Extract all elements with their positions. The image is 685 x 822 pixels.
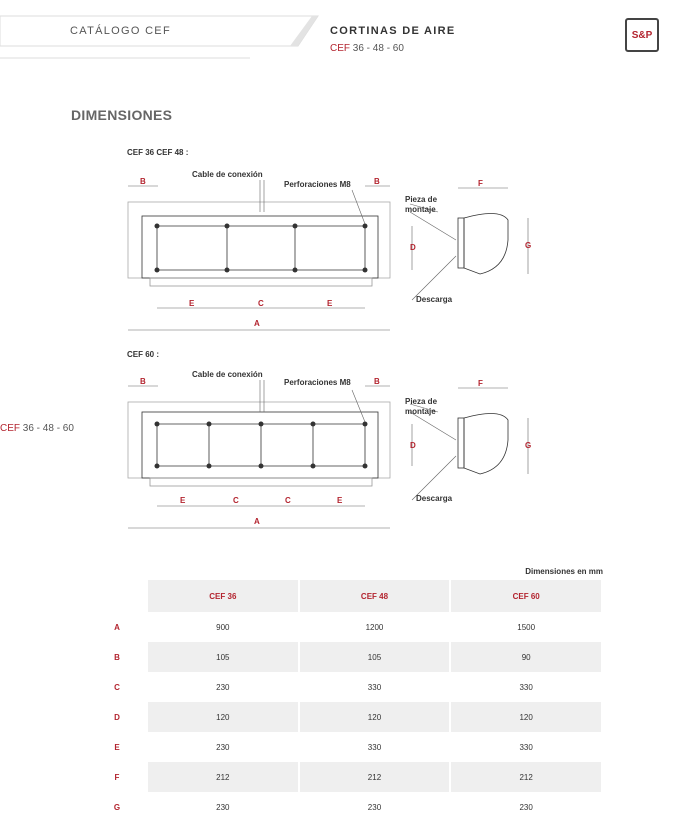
diagram1-pieza2: montaje	[405, 205, 436, 214]
catalog-label: CATÁLOGO CEF	[70, 25, 171, 37]
dim-b-left: B	[140, 177, 146, 186]
dim-c: C	[258, 299, 264, 308]
col-header: CEF 48	[299, 580, 452, 612]
diagram1-models: CEF 36 CEF 48 :	[127, 148, 189, 157]
diagram1-pieza1: Pieza de	[405, 195, 438, 204]
sp-logo: S&P	[625, 18, 659, 52]
diagram2-pieza1: Pieza de	[405, 397, 438, 406]
page-subtitle: CEF 36 - 48 - 60	[330, 43, 404, 54]
dim2-d: D	[410, 441, 416, 450]
col-header: CEF 36	[148, 580, 300, 612]
diagram2: B B A E C C E D F G	[127, 377, 531, 529]
dim-f: F	[478, 179, 483, 188]
dim-e-right: E	[327, 299, 333, 308]
page-title: CORTINAS DE AIRE	[330, 25, 456, 37]
units-label: Dimensiones en mm	[525, 567, 603, 576]
diagram2-descarga: Descarga	[416, 494, 453, 503]
dim-d: D	[410, 243, 416, 252]
side-label: CEF 36 - 48 - 60	[0, 423, 74, 434]
dim2-b-right: B	[374, 377, 380, 386]
dim2-e-right: E	[337, 496, 343, 505]
dim2-b-left: B	[140, 377, 146, 386]
diagram2-models: CEF 60 :	[127, 350, 160, 359]
dim-e-left: E	[189, 299, 195, 308]
diagram1-perfs: Perforaciones M8	[284, 180, 351, 189]
dim2-f: F	[478, 379, 483, 388]
dim-g: G	[525, 241, 531, 250]
dim2-e-left: E	[180, 496, 186, 505]
dim2-c-left: C	[233, 496, 239, 505]
col-header: CEF 60	[451, 580, 603, 612]
diagram2-cable: Cable de conexión	[192, 370, 263, 379]
dim2-a: A	[254, 517, 260, 526]
dim-b-right: B	[374, 177, 380, 186]
diagram1-descarga: Descarga	[416, 295, 453, 304]
diagram1-cable: Cable de conexión	[192, 170, 263, 179]
diagram1: B B A E C E D F G	[127, 177, 531, 331]
dim2-g: G	[525, 441, 531, 450]
diagram2-pieza2: montaje	[405, 407, 436, 416]
header-band	[0, 15, 319, 59]
section-title: DIMENSIONES	[71, 107, 173, 123]
dim2-c-right: C	[285, 496, 291, 505]
dim-a: A	[254, 319, 260, 328]
diagram2-perfs: Perforaciones M8	[284, 378, 351, 387]
